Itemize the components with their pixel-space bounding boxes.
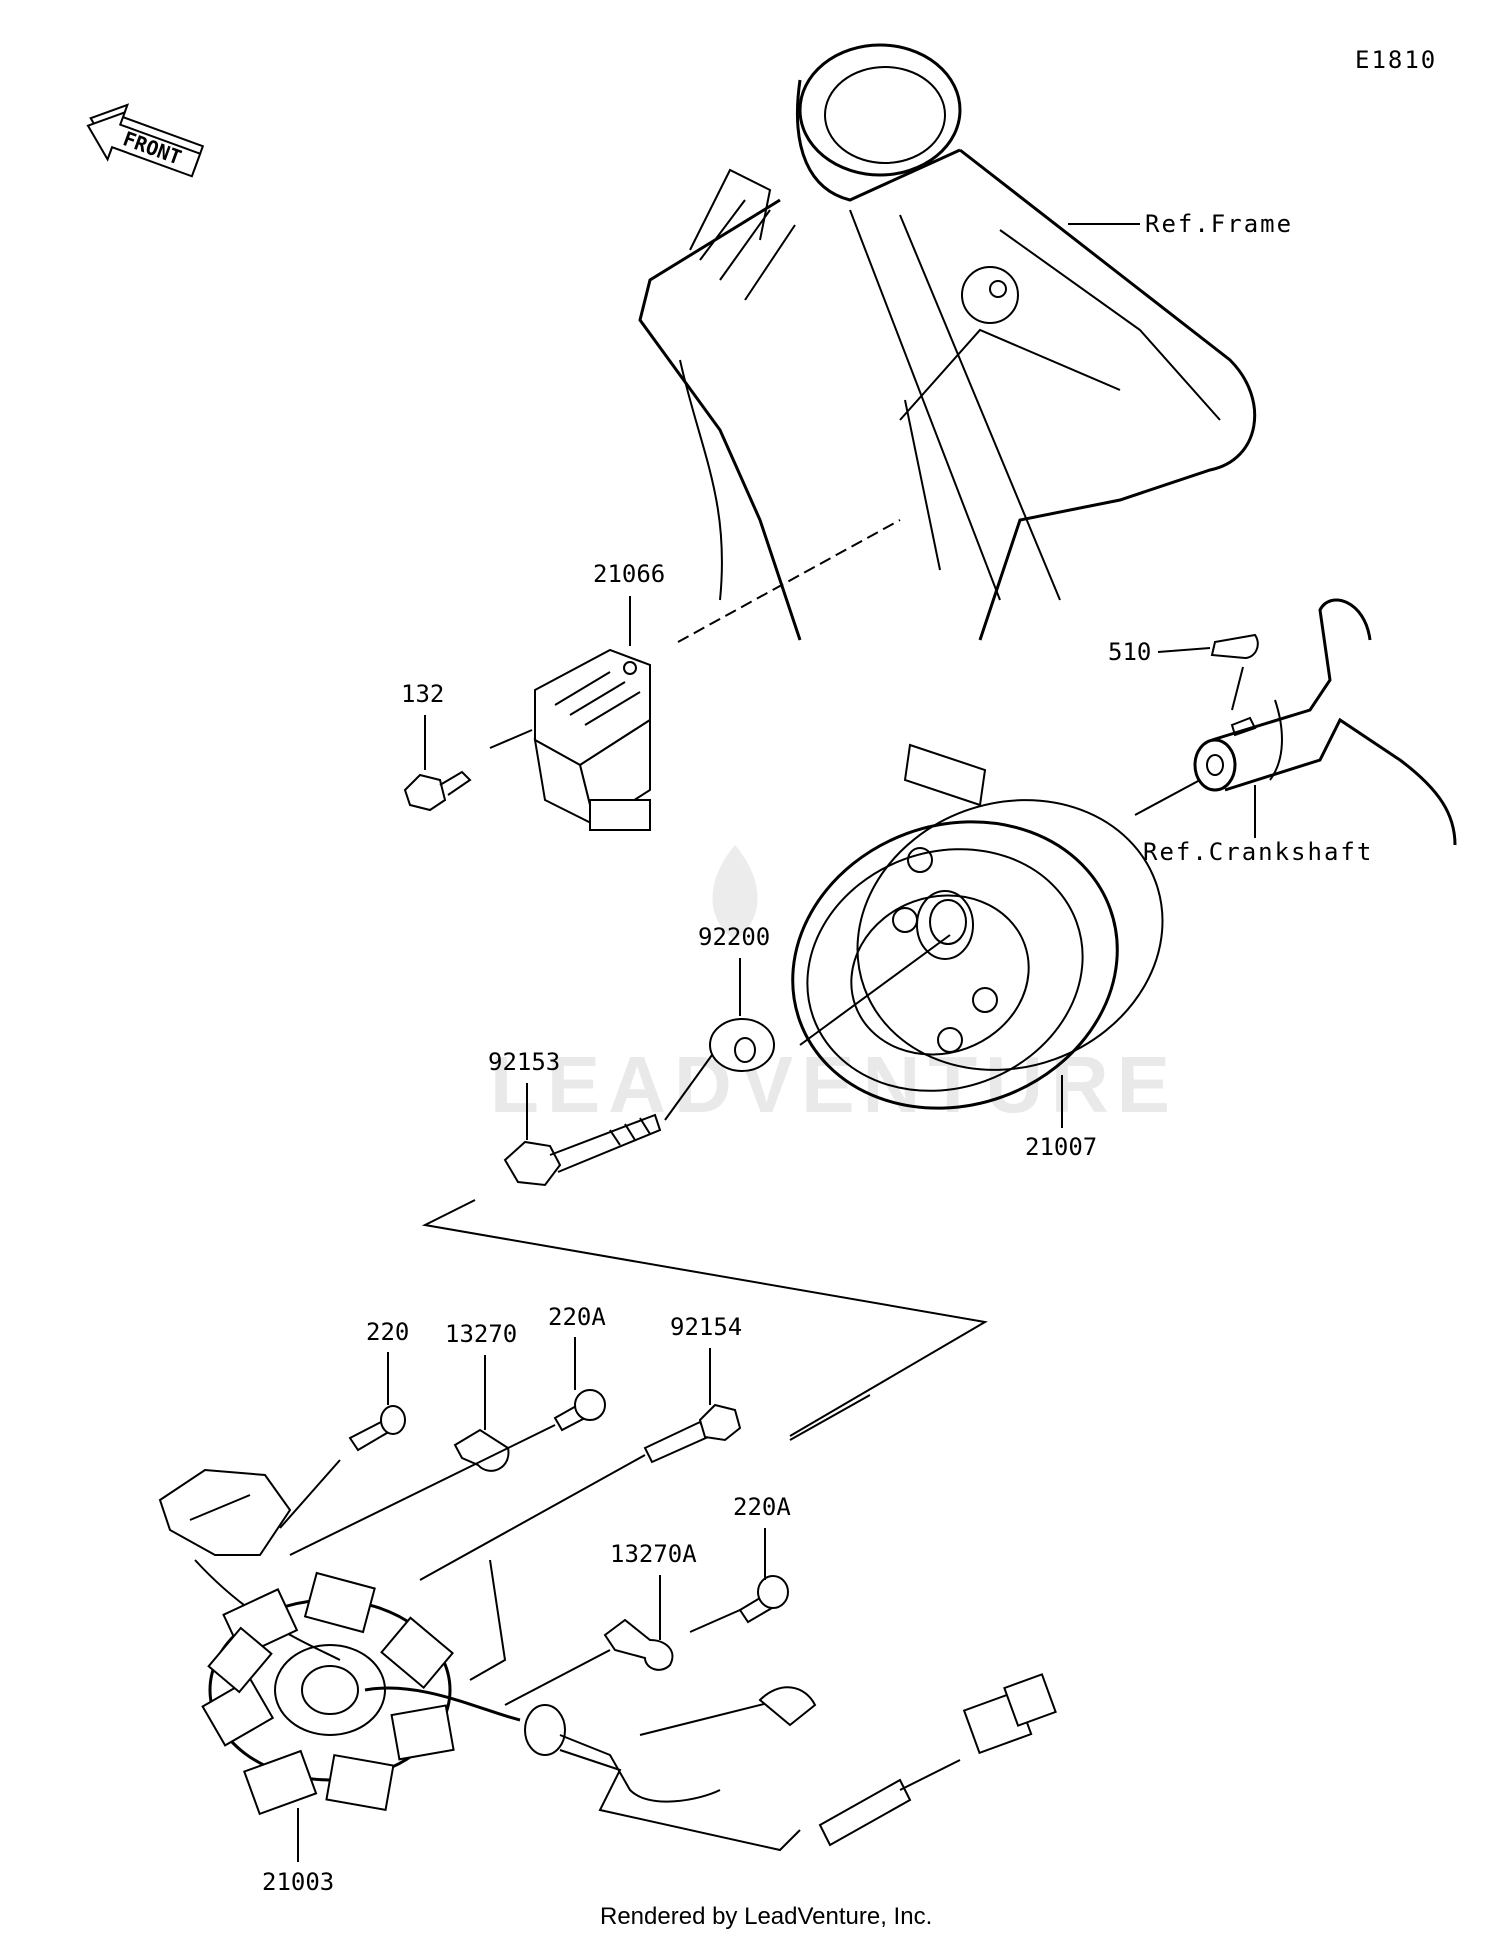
leader-21007-center: [799, 934, 951, 1046]
frame-drawing: [638, 43, 1257, 641]
leader-crankshaft-b: [1134, 779, 1201, 816]
assembly-bracket: [421, 1199, 988, 1437]
label-92154: 92154: [670, 1313, 742, 1341]
label-220A-bottom: 220A: [733, 1493, 791, 1521]
label-13270: 13270: [445, 1320, 517, 1348]
part-13270-clamp: [453, 1428, 510, 1472]
watermark: LEADVENTURE: [490, 845, 1178, 1129]
leader-510-b: [1231, 666, 1244, 711]
leader-132-b: [489, 729, 533, 749]
part-92200-washer: [709, 1018, 775, 1072]
leader-13270-b: [289, 1424, 556, 1556]
front-arrow-icon: FRONT: [86, 103, 205, 178]
part-21007-flywheel: [791, 743, 1164, 1110]
label-21003: 21003: [262, 1868, 334, 1896]
footer-credit: Rendered by LeadVenture, Inc.: [600, 1903, 932, 1930]
part-92153-bolt: [503, 1113, 662, 1187]
leader-92154-b: [789, 1394, 871, 1441]
label-92200: 92200: [698, 923, 770, 951]
label-13270A: 13270A: [610, 1540, 697, 1568]
leader-13270A-c: [504, 1649, 611, 1706]
leader-220-b: [279, 1459, 341, 1529]
leader-92153-b: [664, 1054, 713, 1121]
leader-92154-c: [419, 1454, 646, 1581]
leader-510: [1157, 647, 1211, 653]
label-510: 510: [1108, 638, 1151, 666]
ref-crankshaft-label: Ref.Crankshaft: [1143, 838, 1373, 866]
ref-frame-label: Ref.Frame: [1145, 210, 1293, 238]
label-92153: 92153: [488, 1048, 560, 1076]
part-220-screw: [348, 1405, 406, 1452]
label-21007: 21007: [1025, 1133, 1097, 1161]
part-92154-bolt: [643, 1403, 742, 1464]
leader-stator-bracket: [469, 1559, 507, 1681]
diagram-code: E1810: [1355, 46, 1437, 74]
label-132: 132: [401, 680, 444, 708]
leader-13270A-b: [689, 1609, 741, 1633]
part-132-bolt: [403, 770, 472, 812]
crankshaft-drawing: [1193, 598, 1457, 846]
leader-21066-frame: [677, 519, 901, 643]
part-220A-bottom-screw: [738, 1575, 789, 1624]
part-220A-top-screw: [553, 1389, 606, 1432]
label-220A-top: 220A: [548, 1303, 606, 1331]
label-220: 220: [366, 1318, 409, 1346]
part-21003-stator: [158, 1468, 1057, 1852]
part-21066-regulator: [533, 648, 651, 831]
label-21066: 21066: [593, 560, 665, 588]
part-510-key: [1210, 633, 1259, 660]
watermark-text: LEADVENTURE: [490, 1040, 1178, 1129]
part-13270A-clamp: [603, 1618, 674, 1671]
